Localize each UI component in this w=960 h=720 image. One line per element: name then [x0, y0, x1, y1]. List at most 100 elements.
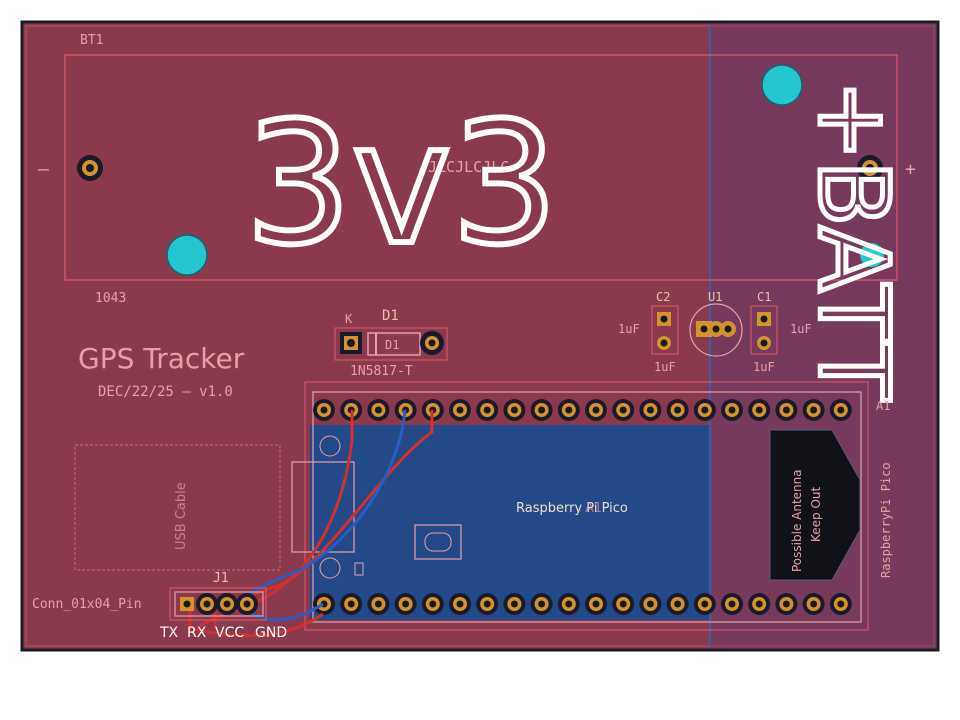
pico-pin-top: [721, 399, 743, 421]
pico-ref-overlay: A1: [585, 501, 602, 516]
pico-bootsel-button: [414, 524, 462, 560]
pico-pin-top: [449, 399, 471, 421]
usb-cable-area: [74, 444, 281, 571]
cap-c1-courtyard: [750, 305, 778, 355]
pico-pin-bottom: [394, 593, 417, 615]
antenna-keepout: [769, 429, 861, 581]
pico-top-pin-row: [313, 399, 852, 421]
cap-c2-ref: C2: [656, 290, 670, 304]
pico-ref-top: A1: [876, 399, 890, 413]
pico-pin-bottom: [476, 593, 499, 615]
diode-body-text: D1: [385, 338, 399, 352]
connector-pad: [216, 593, 238, 615]
pico-pin-bottom: [585, 593, 607, 615]
pico-pin-bottom: [503, 593, 526, 615]
board-version: DEC/22/25 — v1.0: [98, 384, 233, 400]
connector-ref: J1: [213, 571, 229, 586]
pico-pin-top: [802, 399, 825, 421]
diode-courtyard: [334, 327, 448, 361]
blue-fill-zone: [310, 425, 710, 620]
connector-body: [174, 591, 264, 617]
cap-c1-ref: C1: [757, 290, 771, 304]
cap-c1-pad-1: [757, 312, 771, 326]
mounting-hole-left: [166, 234, 208, 276]
pico-pin-bottom: [367, 593, 390, 615]
battery-value: 1043: [95, 291, 126, 306]
pico-pin-top: [476, 399, 499, 421]
pico-pin-top: [367, 399, 390, 421]
diode-pad-k: [340, 332, 362, 354]
battery-ref: BT1: [80, 33, 103, 48]
battery-courtyard: [64, 54, 898, 281]
board-title: GPS Tracker: [78, 342, 245, 375]
pico-pin-top: [612, 399, 635, 421]
red-trace-1: [213, 410, 434, 628]
regulator-body: [689, 303, 743, 357]
regulator-pads: [696, 321, 736, 337]
cap-c1-pad-2: [757, 336, 771, 350]
pico-pin-bottom: [829, 593, 852, 615]
diode-body: [367, 332, 421, 356]
connector-pin-tx: TX: [159, 625, 179, 641]
pico-outline: [312, 391, 862, 623]
pico-pin-bottom: [449, 593, 471, 615]
cap-c2-pad-1: [657, 312, 671, 326]
cap-c2-courtyard: [651, 305, 679, 355]
mounting-hole-top-right: [761, 64, 803, 106]
pico-side-label: RaspberryPi Pico: [879, 462, 893, 578]
pico-led: [354, 562, 364, 576]
connector-pin-vcc: VCC: [215, 625, 244, 641]
pico-hole-tl: [319, 435, 341, 457]
mounting-hole-right: [860, 243, 884, 267]
regulator-ref: U1: [708, 290, 722, 304]
cap-c1-side-value: 1uF: [790, 322, 812, 336]
battery-plus-label: +: [905, 159, 916, 180]
pico-pin-bottom: [693, 593, 716, 615]
pico-pin-top: [666, 399, 689, 421]
pico-courtyard: [304, 381, 869, 631]
antenna-text-2: Keep Out: [809, 486, 823, 542]
cap-c2-side-value: 1uF: [618, 322, 640, 336]
red-trace-3: [188, 604, 324, 637]
diode-value: 1N5817-T: [350, 364, 413, 379]
pico-pin-bottom: [666, 593, 689, 615]
red-trace-2: [199, 410, 354, 627]
pico-label: Raspberry Pi Pico: [516, 501, 628, 516]
pico-pin-bottom: [748, 593, 771, 615]
battery-center-text: JLCJLCJLC: [428, 158, 509, 176]
pico-pin-top: [748, 399, 771, 421]
diode-pin-k: K: [345, 312, 353, 326]
pico-pin-bottom: [557, 593, 580, 615]
connector-courtyard: [169, 587, 267, 621]
usb-cable-label: USB Cable: [174, 482, 189, 550]
big-batt-text: +BATT: [797, 80, 909, 400]
pico-pin-top: [557, 399, 580, 421]
antenna-text-1: Possible Antenna: [790, 469, 804, 572]
connector-pin-gnd: GND: [255, 625, 287, 641]
connector-pad-1: [180, 597, 194, 611]
pico-pin-bottom: [612, 593, 635, 615]
pico-pin-top: [530, 399, 553, 421]
connector-pin-rx: RX: [187, 625, 207, 641]
big-3v3-text: 3v3: [245, 86, 558, 282]
connector-pads: [180, 593, 258, 615]
pico-pin-top: [394, 399, 417, 421]
connector-pad: [196, 593, 218, 615]
battery-pad-minus: [77, 155, 103, 181]
pico-pin-bottom: [530, 593, 553, 615]
pico-pin-bottom: [313, 593, 335, 615]
cap-c1-value: 1uF: [753, 360, 775, 374]
pico-pin-top: [693, 399, 716, 421]
pico-pin-top: [585, 399, 607, 421]
pico-pin-bottom: [639, 593, 662, 615]
pico-pin-bottom: [721, 593, 743, 615]
battery-pad-plus: [857, 155, 883, 181]
diode-pad-a: [420, 331, 444, 355]
battery-minus-label: —: [38, 159, 49, 180]
board-inner-courtyard: [25, 25, 935, 647]
pico-pin-top: [313, 399, 335, 421]
connector-pad: [236, 593, 258, 615]
connector-value: Conn_01x04_Pin: [32, 597, 142, 612]
pico-pin-top: [775, 399, 798, 421]
